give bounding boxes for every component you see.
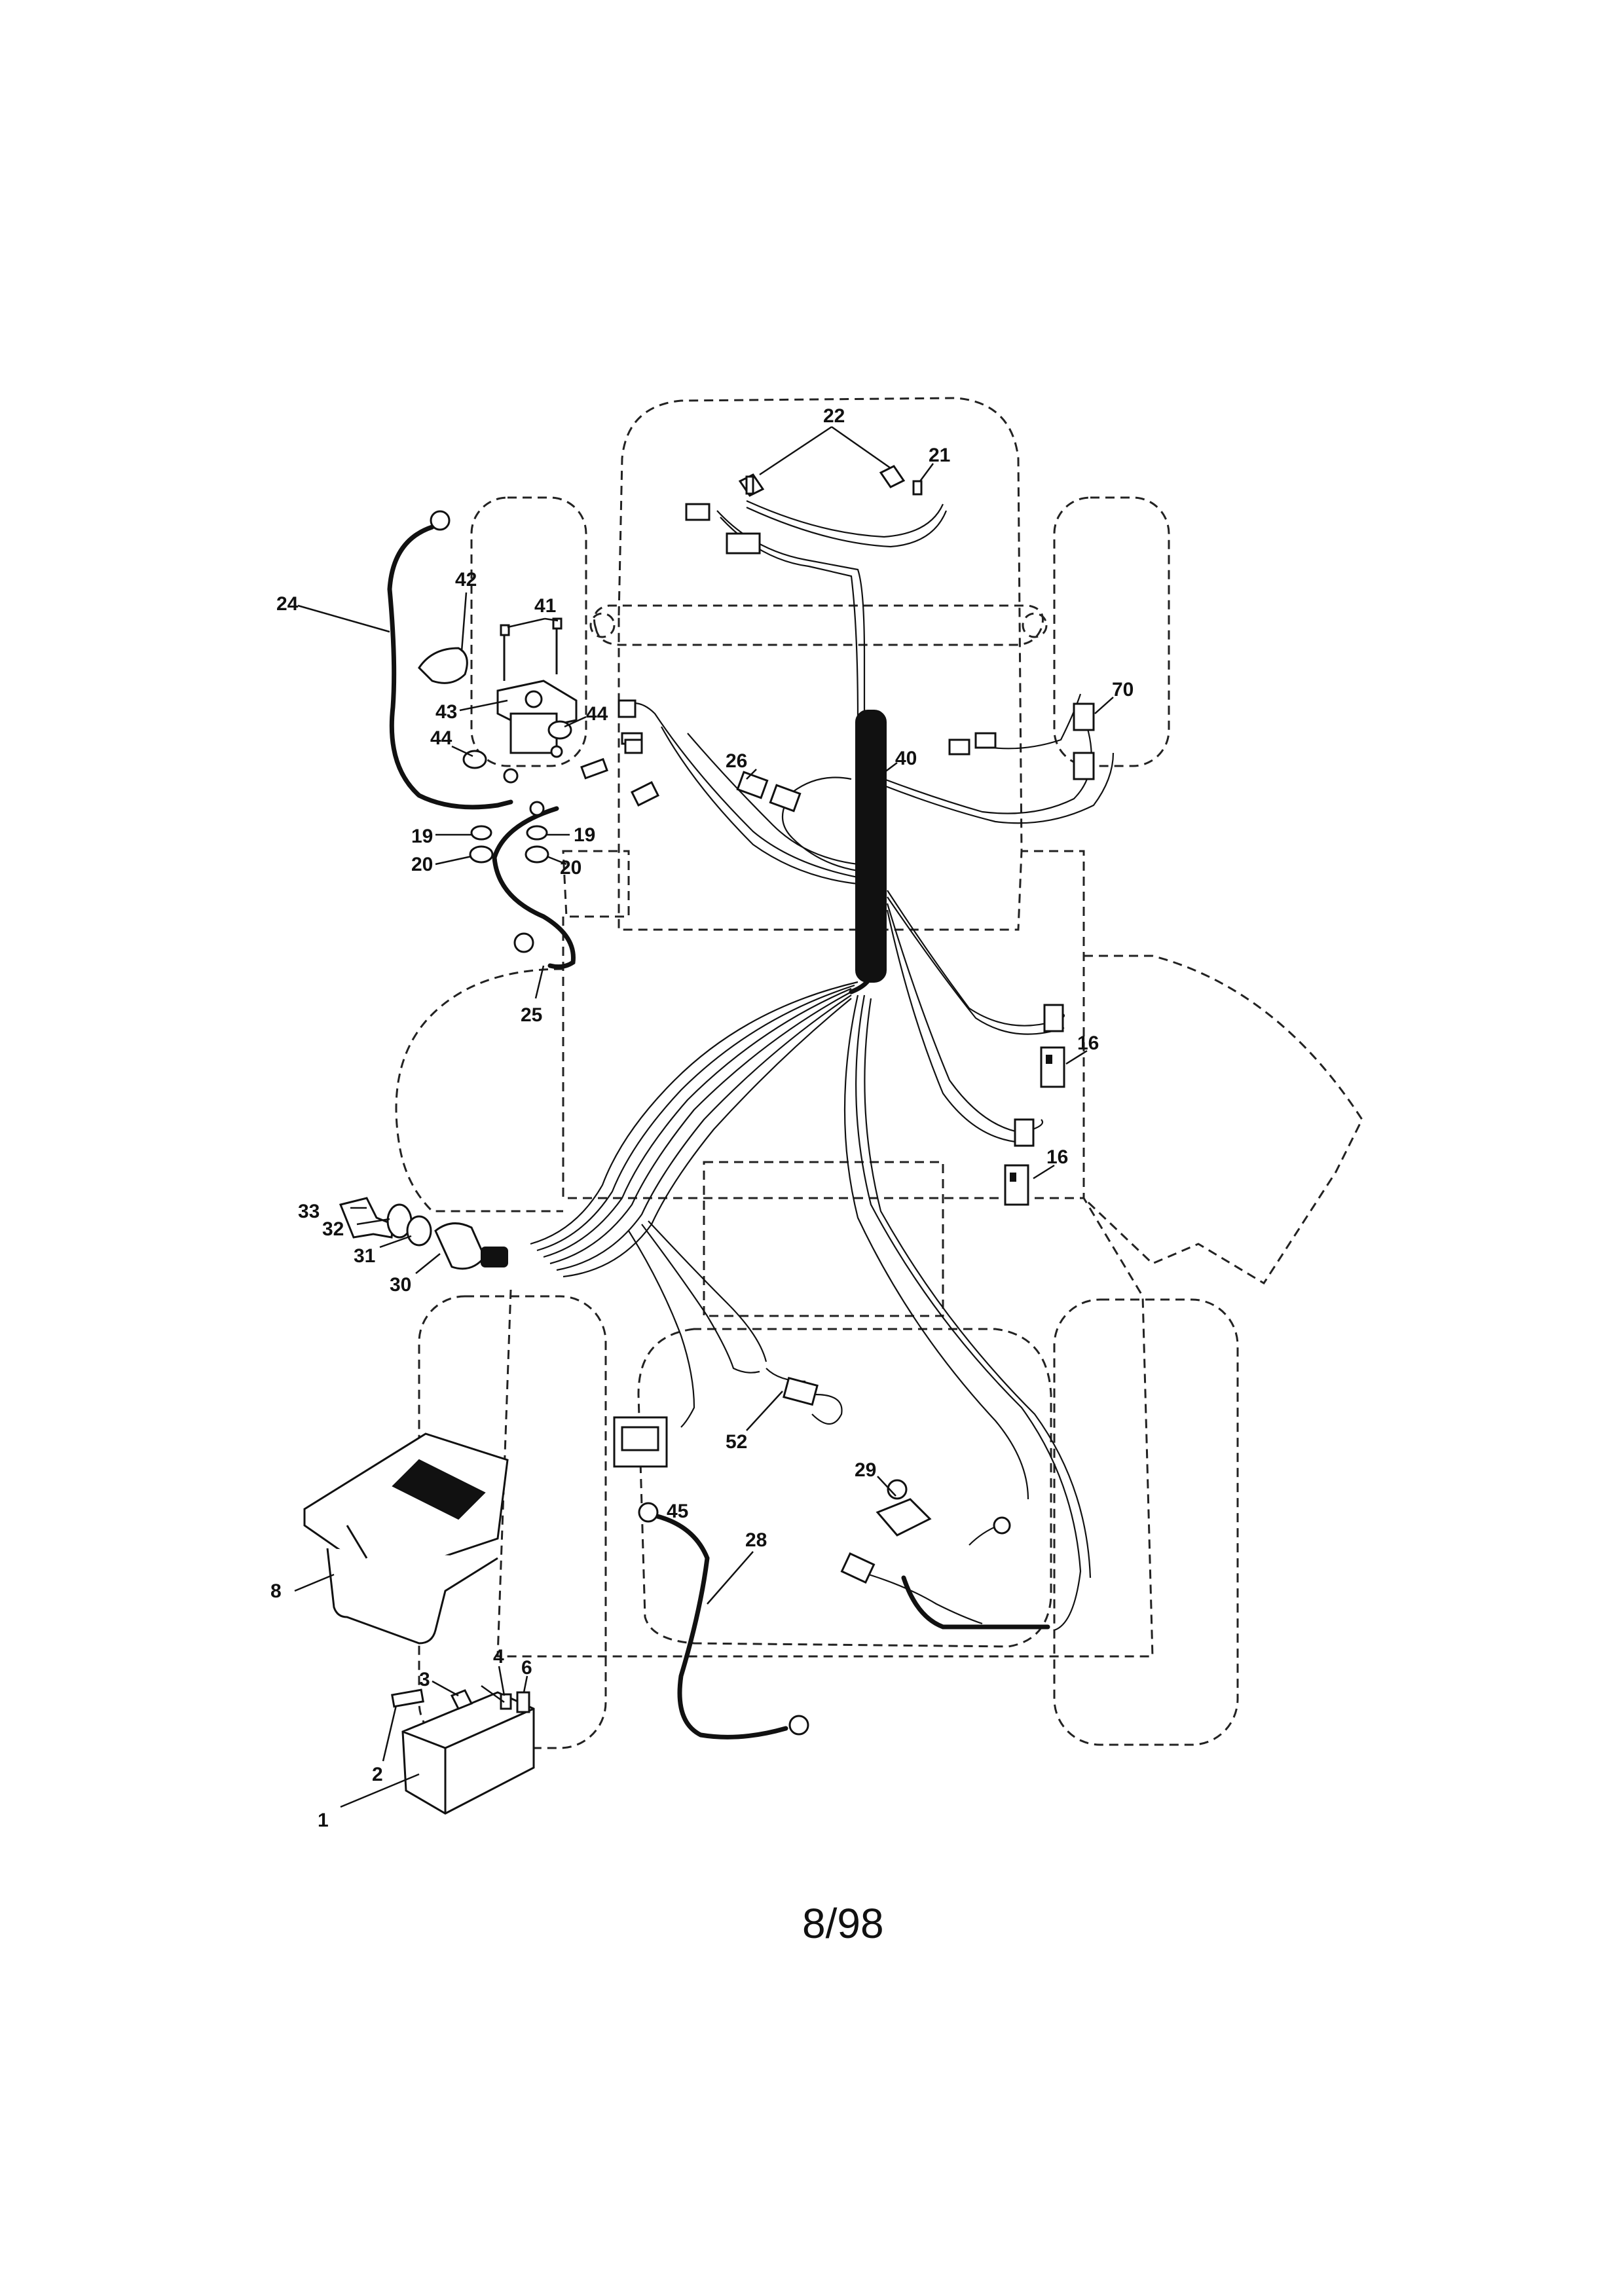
- headlight-left: [738, 473, 765, 497]
- callout-31: 31: [354, 1245, 375, 1267]
- page-number: 8/98: [802, 1900, 884, 1947]
- callout-3: 3: [419, 1669, 430, 1690]
- plug-52: [783, 1376, 843, 1425]
- battery-cables: [387, 510, 1011, 1740]
- switch-16-upper: [1040, 1004, 1065, 1088]
- frame-outline: [562, 850, 1085, 1199]
- headlight-connector: [685, 503, 761, 555]
- clips-upper: [618, 699, 660, 807]
- front-pivot-right: [1022, 612, 1048, 638]
- battery-hardware: [391, 1685, 530, 1713]
- callout-42: 42: [455, 569, 477, 591]
- callout-45: 45: [667, 1501, 688, 1522]
- ignition-switch-30: [434, 1222, 486, 1270]
- seat-deck-outline: [703, 1161, 944, 1317]
- harness-wires: [530, 500, 1115, 1631]
- nut-31: [406, 1215, 432, 1247]
- front-wheel-right: [1053, 496, 1170, 767]
- battery-box-8: [303, 1432, 509, 1645]
- fender-right-outline: [1082, 955, 1363, 1285]
- leader-lines: [294, 426, 1114, 1808]
- hood-outline: [618, 397, 1023, 931]
- callout-4: 4: [493, 1646, 504, 1667]
- hour-meter-45: [613, 1416, 668, 1468]
- callout-30: 30: [390, 1274, 411, 1296]
- battery-1: [401, 1691, 535, 1815]
- callout-28: 28: [745, 1529, 767, 1551]
- switch-16-lower: [1004, 1118, 1035, 1206]
- callout-19-right: 19: [574, 824, 595, 846]
- callout-44-right: 44: [586, 703, 608, 725]
- callout-70: 70: [1112, 679, 1134, 701]
- callout-29: 29: [855, 1459, 876, 1481]
- callout-41: 41: [534, 595, 556, 617]
- rear-body-outline: [496, 1197, 1154, 1658]
- front-axle-outline: [593, 604, 1044, 646]
- callout-43: 43: [435, 701, 457, 723]
- callout-labels: 22 21 24 42 41 43 44 44 19 19 20 20 25 2…: [270, 405, 1134, 1831]
- callout-19-left: 19: [411, 826, 433, 847]
- callout-6: 6: [521, 1657, 532, 1679]
- callout-25: 25: [521, 1004, 542, 1026]
- callout-32: 32: [322, 1218, 344, 1240]
- cable-28: [652, 1513, 788, 1740]
- key-33: [339, 1197, 394, 1239]
- ignition-switch-assembly: [339, 1197, 508, 1270]
- connector-70: [948, 702, 1095, 780]
- callout-2: 2: [372, 1764, 383, 1785]
- callout-40: 40: [895, 748, 917, 769]
- callout-33: 33: [298, 1201, 320, 1222]
- callout-26: 26: [726, 750, 747, 772]
- front-wheel-left: [470, 496, 587, 767]
- callout-52: 52: [726, 1431, 747, 1453]
- callout-1: 1: [318, 1810, 329, 1831]
- callout-8: 8: [270, 1580, 282, 1602]
- cable-25: [492, 806, 576, 970]
- callout-16-upper: 16: [1077, 1032, 1099, 1054]
- cable-24: [387, 524, 513, 810]
- callout-44-left: 44: [430, 727, 452, 749]
- seat-switch-coiled-cord: [901, 1575, 1050, 1630]
- callout-22: 22: [823, 405, 845, 427]
- callout-20-right: 20: [560, 857, 581, 879]
- callout-20-left: 20: [411, 854, 433, 875]
- tractor-outline: [395, 397, 1363, 1749]
- rear-wheel-right: [1053, 1298, 1239, 1746]
- callout-16-lower: 16: [1046, 1146, 1068, 1168]
- callout-24: 24: [276, 593, 299, 615]
- harness-loom: [855, 710, 887, 983]
- headlight-right: [879, 465, 923, 496]
- seat-switch-29: [840, 1479, 932, 1584]
- rear-wheel-left: [418, 1295, 607, 1749]
- front-pivot-left: [589, 612, 616, 638]
- rear-axle-outline: [637, 1328, 1052, 1648]
- connector-26: [736, 771, 802, 812]
- fender-left-outline: [395, 968, 564, 1212]
- callout-21: 21: [929, 445, 950, 466]
